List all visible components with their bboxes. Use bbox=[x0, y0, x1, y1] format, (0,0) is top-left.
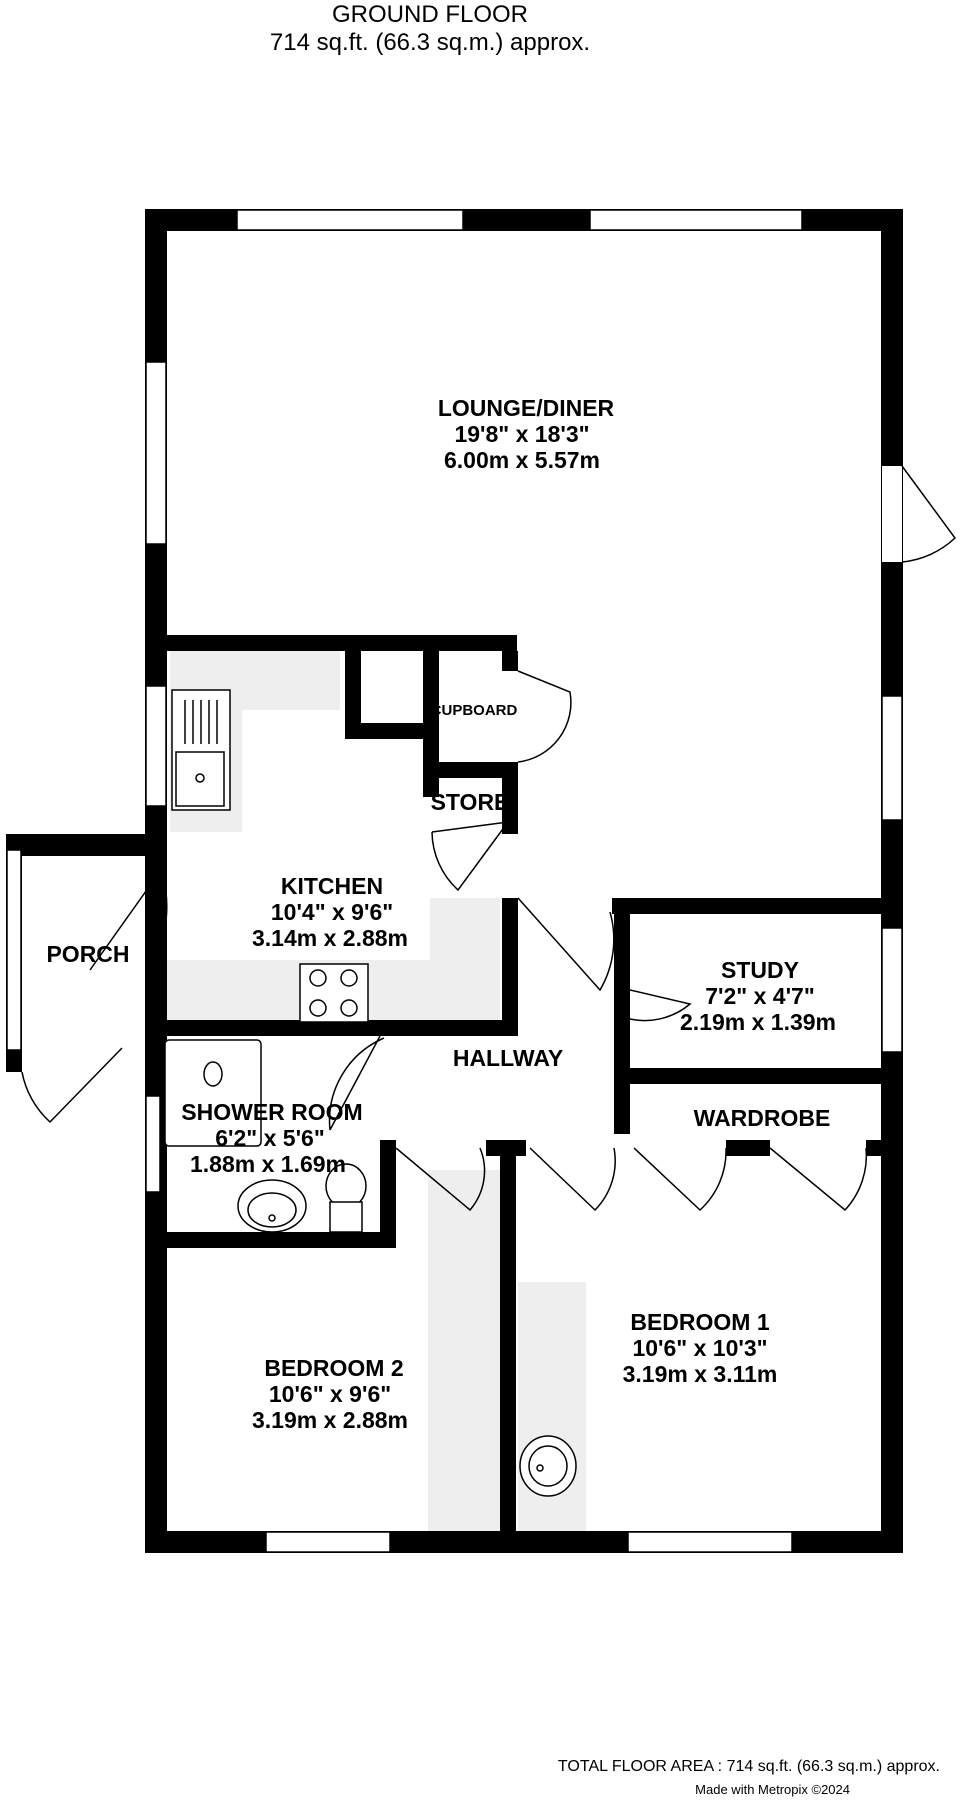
bedroom2-imperial: 10'6" x 9'6" bbox=[269, 1381, 391, 1407]
shower-metric: 1.88m x 1.69m bbox=[190, 1151, 346, 1177]
bedroom1-imperial: 10'6" x 10'3" bbox=[632, 1335, 767, 1361]
kitchen-metric: 3.14m x 2.88m bbox=[252, 925, 408, 951]
study-imperial: 7'2" x 4'7" bbox=[705, 983, 815, 1009]
bedroom1-name: BEDROOM 1 bbox=[630, 1309, 770, 1335]
cupboard-name: CUPBOARD bbox=[431, 702, 518, 719]
floor-title: GROUND FLOOR bbox=[331, 1, 528, 28]
study-metric: 2.19m x 1.39m bbox=[680, 1009, 836, 1035]
lounge-metric: 6.00m x 5.57m bbox=[444, 447, 600, 473]
toilet-icon bbox=[325, 1163, 367, 1233]
metropix-credit: Made with Metropix ©2024 bbox=[695, 1782, 850, 1797]
porch-name: PORCH bbox=[46, 941, 129, 967]
bedroom2-name: BEDROOM 2 bbox=[264, 1355, 403, 1381]
kitchen-name: KITCHEN bbox=[281, 873, 383, 899]
hob-icon bbox=[299, 963, 369, 1023]
kitchen-sink-icon bbox=[171, 689, 231, 811]
bedroom2-metric: 3.19m x 2.88m bbox=[252, 1407, 408, 1433]
total-floor-area: TOTAL FLOOR AREA : 714 sq.ft. (66.3 sq.m… bbox=[557, 1758, 940, 1775]
kitchen-imperial: 10'4" x 9'6" bbox=[271, 899, 393, 925]
lounge-imperial: 19'8" x 18'3" bbox=[454, 421, 589, 447]
store-name: STORE bbox=[431, 789, 510, 815]
washbasin-icon bbox=[237, 1179, 307, 1233]
doors bbox=[21, 465, 956, 1212]
shower-tray-icon bbox=[164, 1039, 262, 1147]
windows bbox=[6, 209, 903, 1553]
bedroom1-metric: 3.19m x 3.11m bbox=[623, 1361, 778, 1387]
bedroom-washbasin-icon bbox=[519, 1435, 577, 1497]
lounge-name: LOUNGE/DINER bbox=[438, 395, 615, 421]
wardrobe-name: WARDROBE bbox=[694, 1105, 831, 1131]
floor-area: 714 sq.ft. (66.3 sq.m.) approx. bbox=[269, 29, 591, 56]
shower-imperial: 6'2" x 5'6" bbox=[215, 1125, 325, 1151]
hallway-name: HALLWAY bbox=[453, 1045, 563, 1071]
study-name: STUDY bbox=[721, 957, 799, 983]
shower-name: SHOWER ROOM bbox=[181, 1099, 362, 1125]
